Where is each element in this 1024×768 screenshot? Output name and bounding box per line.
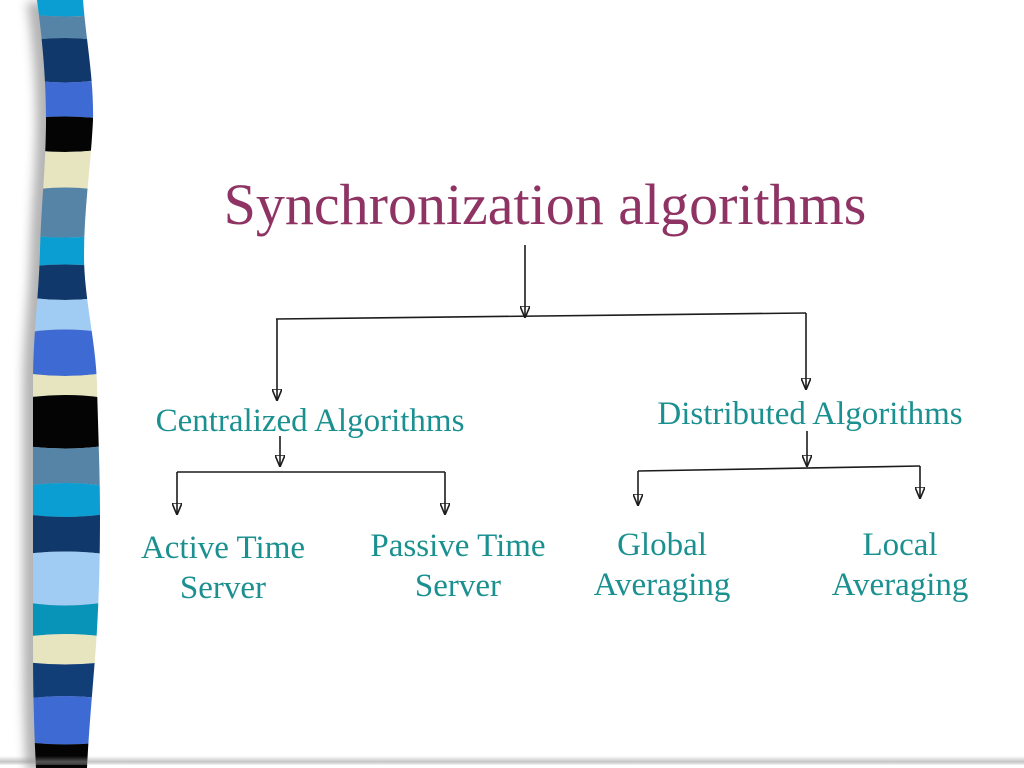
ribbon-band [33,483,100,517]
slide-bottom-shadow [0,756,1024,765]
slide-title: Synchronization algorithms [223,172,867,237]
node-passive-time-server: Passive Time Server [370,528,546,604]
ribbon-band [33,445,100,487]
node-global-averaging: Global Averaging [593,527,731,603]
node-distributed-algorithms: Distributed Algorithms [657,396,963,432]
ribbon-band [33,513,100,555]
connector-distributed-bar [637,465,921,472]
node-active-time-server: Active Time Server [140,530,306,606]
ribbon-band [33,329,100,376]
ribbon-band [33,372,100,399]
ribbon-band [33,551,100,606]
node-centralized-algorithms: Centralized Algorithms [155,403,465,439]
ribbon-band [33,696,100,745]
ribbon-band [33,395,100,449]
ribbon-band [33,601,100,638]
ribbon-band [33,661,100,700]
node-local-averaging: Local Averaging [831,527,969,603]
connector-level1-bar [275,312,807,320]
ribbon-band [33,634,100,665]
